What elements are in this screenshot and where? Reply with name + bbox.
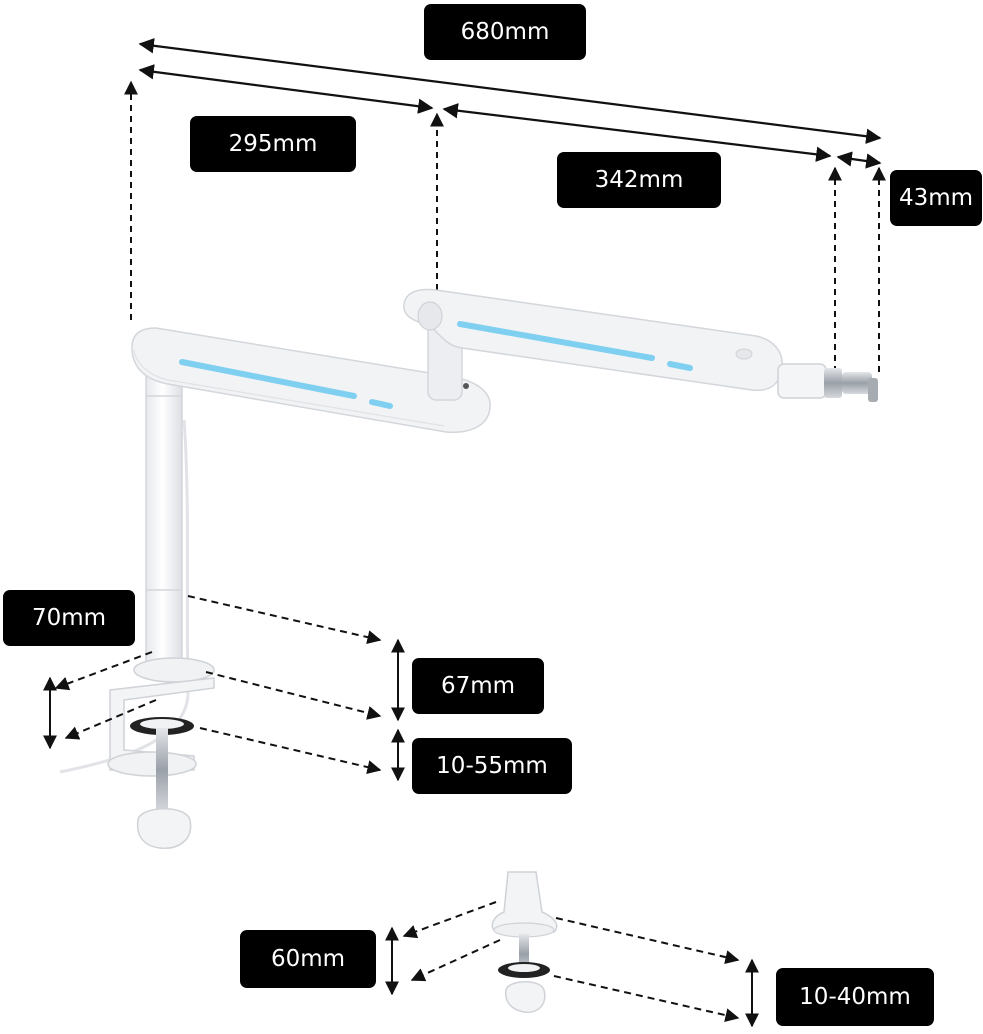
label-mount-offset: 43mm [890, 170, 982, 226]
dimension-line-295-342 [138, 64, 882, 169]
led-strip-upper [457, 321, 655, 361]
label-grommet-range: 10-40mm [776, 968, 934, 1026]
arm-pole [145, 371, 183, 669]
dimension-extension-lines [124, 80, 886, 372]
led-strip-lower-short [369, 399, 393, 409]
label-base-width: 70mm [3, 590, 135, 646]
grommet-mount [491, 871, 558, 1014]
led-strip-lower [179, 359, 357, 399]
grommet-dimension-lines [385, 901, 759, 1028]
clamp-dimension-lines [43, 595, 405, 782]
label-total-length: 680mm [424, 4, 586, 60]
mic-mount [777, 363, 878, 402]
label-first-arm: 295mm [190, 116, 356, 172]
label-clamp-range: 10-55mm [412, 738, 572, 794]
clamp-screw [156, 728, 168, 812]
led-strip-upper-short [667, 361, 693, 371]
label-second-arm: 342mm [557, 152, 721, 208]
label-clamp-height: 67mm [412, 658, 544, 714]
label-grommet-height: 60mm [240, 930, 376, 988]
lower-arm-segment [131, 327, 491, 434]
clamp-mount [107, 657, 215, 849]
